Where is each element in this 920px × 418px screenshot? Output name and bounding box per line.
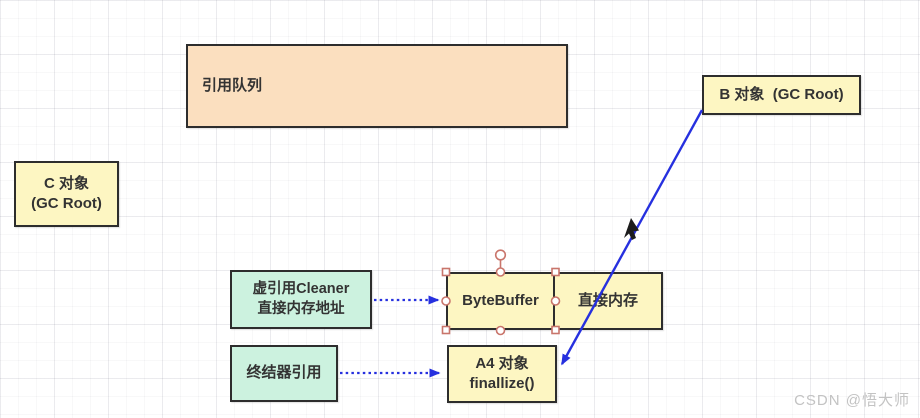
bytebuffer-label: ByteBuffer: [462, 291, 539, 309]
rotation-handle[interactable]: [494, 249, 507, 261]
mouse-cursor-icon: [624, 218, 639, 240]
a4-object-finalize-box[interactable]: A4 对象 finallize(): [447, 345, 557, 403]
b-object-gc-root-box[interactable]: B 对象 (GC Root): [702, 75, 861, 115]
cleaner-ref-label-line1: 虚引用Cleaner: [252, 280, 350, 297]
c-object-gc-root-box[interactable]: C 对象 (GC Root): [14, 161, 119, 227]
c-object-label-line2: (GC Root): [31, 195, 102, 212]
direct-memory-box[interactable]: 直接内存: [553, 272, 663, 330]
phantom-reference-cleaner-box[interactable]: 虚引用Cleaner 直接内存地址: [230, 270, 372, 329]
b-object-label: B 对象 (GC Root): [719, 85, 844, 103]
direct-memory-label: 直接内存: [577, 291, 638, 309]
csdn-watermark: CSDN @悟大师: [794, 392, 910, 409]
a4-object-label-line1: A4 对象: [475, 354, 529, 372]
a4-object-label-line2: finallize(): [469, 375, 535, 392]
bytebuffer-box[interactable]: ByteBuffer: [446, 272, 555, 330]
reference-queue-label: 引用队列: [202, 76, 263, 94]
c-object-label-line1: C 对象: [43, 174, 89, 192]
cleaner-ref-label-line2: 直接内存地址: [257, 300, 345, 317]
finalizer-reference-box[interactable]: 终结器引用: [230, 345, 338, 402]
reference-queue-box[interactable]: 引用队列: [186, 44, 568, 128]
finalizer-ref-label: 终结器引用: [246, 364, 322, 382]
